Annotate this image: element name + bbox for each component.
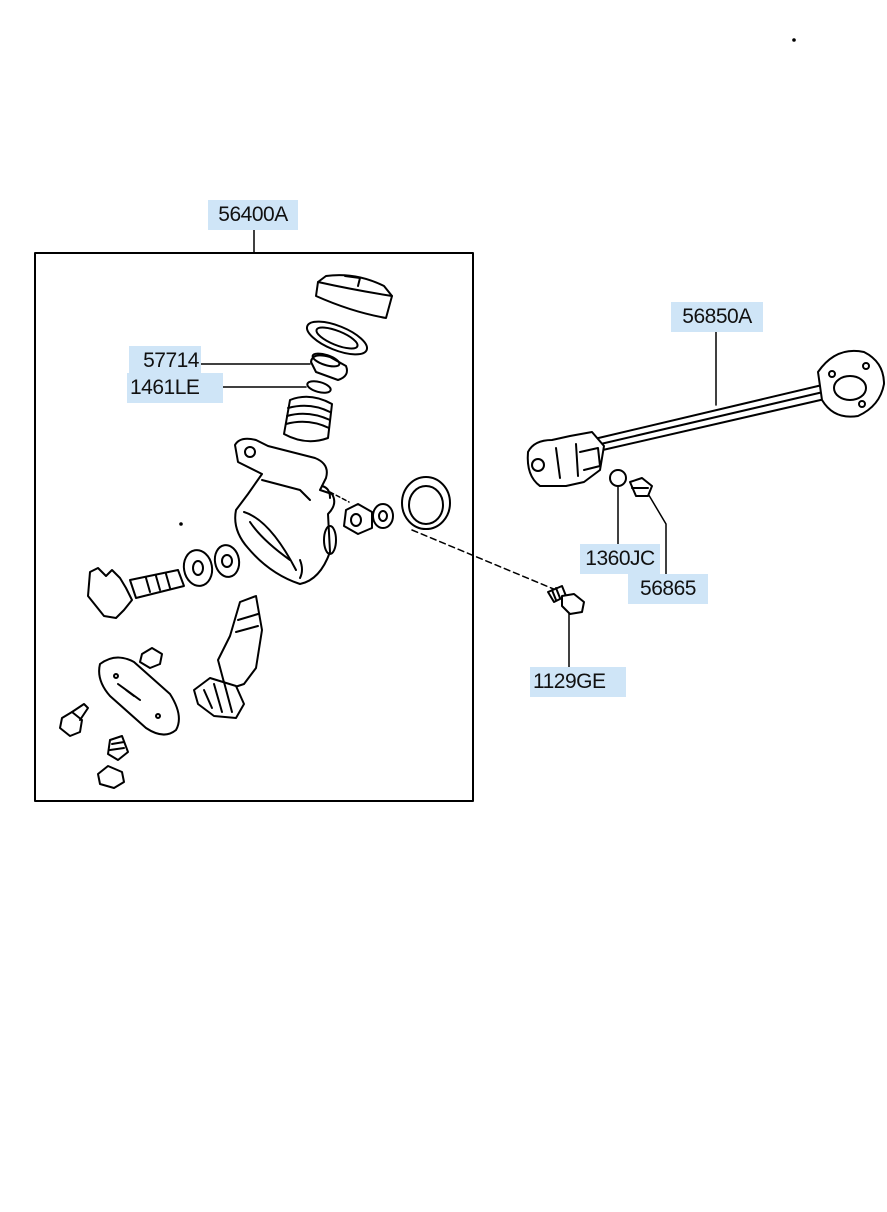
oil-seal-icon: [401, 476, 451, 530]
label-56865[interactable]: 56865: [628, 574, 708, 604]
bolt-small-icon: [59, 703, 89, 737]
flat-washer-icon: [182, 549, 214, 587]
pinch-bolt-icon: [629, 477, 653, 497]
threaded-adjuster-icon: [283, 395, 333, 443]
sector-gear-shaft-icon: [87, 567, 185, 619]
spring-washer-icon: [609, 469, 627, 487]
pinion-shaft-icon: [193, 595, 263, 719]
leader-lines: [196, 228, 717, 669]
snap-ring-icon: [306, 380, 332, 394]
mounting-bolt-icon: [547, 585, 585, 615]
gearbox-housing-icon: [234, 437, 337, 585]
label-57714[interactable]: 57714: [129, 346, 201, 376]
cover-plate-icon: [98, 656, 180, 736]
ring-seal-icon: [305, 320, 369, 356]
washer-icon: [372, 503, 394, 529]
alignment-dot-line: [329, 491, 350, 503]
dust-cap-icon: [315, 274, 393, 319]
label-56400A[interactable]: 56400A: [208, 200, 298, 230]
label-1360JC[interactable]: 1360JC: [580, 544, 660, 574]
label-1129GE[interactable]: 1129GE: [530, 667, 626, 697]
lock-nut-icon: [97, 765, 125, 789]
nut-icon: [343, 503, 373, 535]
alignment-dash-line: [411, 529, 557, 591]
label-56850A[interactable]: 56850A: [671, 302, 763, 332]
bearing-icon: [310, 352, 348, 381]
thrust-washer-icon: [213, 544, 241, 578]
label-1461LE[interactable]: 1461LE: [127, 373, 223, 403]
spacer-icon: [139, 647, 163, 669]
steering-shaft-icon: [526, 350, 885, 487]
adjust-screw-icon: [107, 735, 129, 761]
